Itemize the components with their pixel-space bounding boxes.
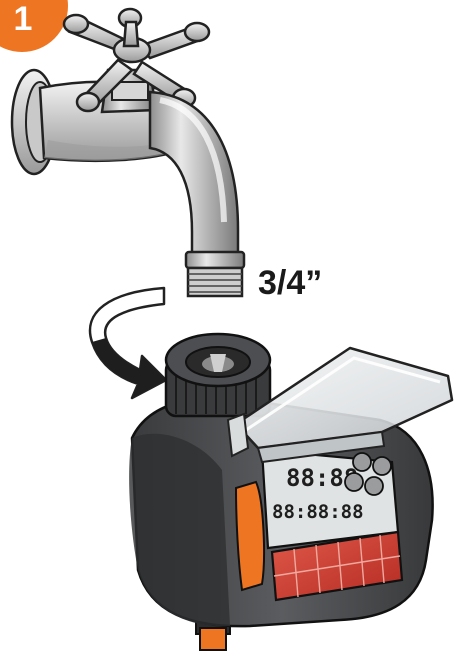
faucet-icon [12,9,244,296]
thread-size-label: 3/4” [258,264,322,302]
step-badge: 1 [0,0,68,52]
lcd-bottom-digits: 88:88:88 [272,501,364,523]
rotate-arrow-icon [90,288,166,398]
manual-knob [236,482,264,590]
inlet-coupling [166,334,270,416]
step-badge-circle [0,0,68,52]
step-number: 1 [14,0,33,38]
water-timer-icon: 88:88 88:88:88 [129,334,452,650]
